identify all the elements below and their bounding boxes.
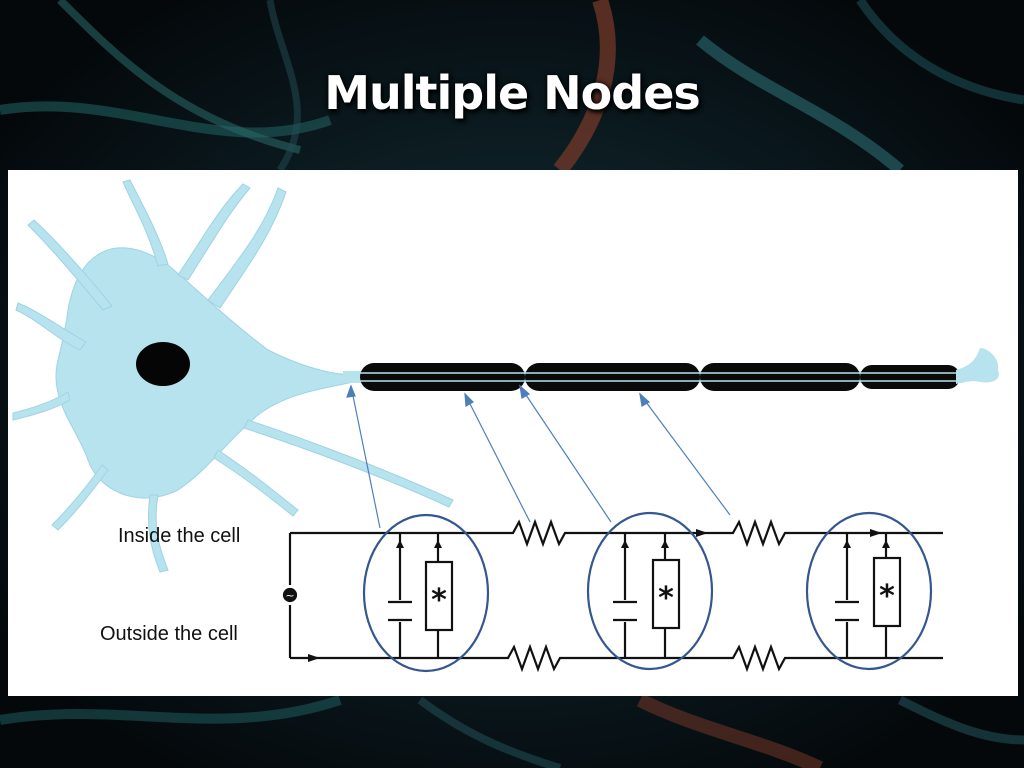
- diagram-panel: * * * ~ Inside the cell Outside the cell: [8, 170, 1018, 696]
- element-symbol-1: *: [431, 583, 447, 618]
- axon: [343, 348, 999, 391]
- source-symbol: ~: [285, 589, 294, 602]
- node-circle-1: [362, 513, 490, 673]
- element-symbol-2: *: [658, 581, 674, 616]
- axon-terminal: [956, 348, 999, 384]
- outside-cell-label: Outside the cell: [100, 623, 238, 645]
- element-symbol-3: *: [879, 579, 895, 614]
- node-circle-3: [805, 511, 933, 671]
- neuron-cell-body: [12, 179, 454, 573]
- node-unit-2: [613, 533, 681, 658]
- myelin-sheath-2: [525, 363, 700, 391]
- myelin-sheath-4: [860, 365, 960, 389]
- inside-cell-label: Inside the cell: [118, 525, 241, 547]
- node-unit-1: [388, 533, 454, 658]
- node-circle-2: [586, 511, 714, 671]
- myelin-sheath-3: [700, 363, 860, 391]
- nucleus: [136, 342, 190, 386]
- node-unit-3: [835, 533, 902, 658]
- slide-title: Multiple Nodes: [324, 66, 701, 120]
- myelin-sheath-1: [360, 363, 525, 391]
- pointer-arrows: [346, 384, 731, 529]
- equivalent-circuit: [282, 518, 943, 673]
- neuron-circuit-diagram: * * * ~: [12, 179, 999, 673]
